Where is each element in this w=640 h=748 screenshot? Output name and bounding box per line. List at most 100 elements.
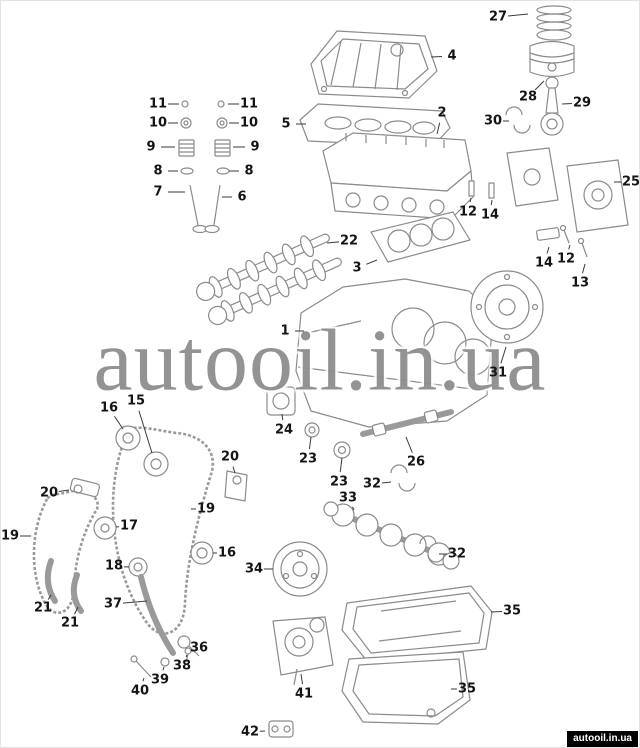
callout-29: 29 — [572, 95, 592, 111]
callout-21: 21 — [60, 615, 80, 631]
timing-chain-part — [32, 426, 215, 635]
callout-35: 35 — [457, 681, 477, 697]
callout-35: 35 — [502, 603, 522, 619]
leader-line-40 — [142, 677, 145, 682]
head-gasket-part — [370, 211, 471, 263]
engine-block-part — [295, 278, 494, 428]
leader-line-4 — [430, 56, 443, 58]
callout-34: 34 — [244, 561, 264, 577]
front-seal-plate-part — [266, 386, 296, 416]
cylinder-head-part — [322, 132, 474, 220]
callout-31: 31 — [488, 365, 508, 381]
callout-1: 1 — [280, 323, 290, 339]
callout-18: 18 — [104, 558, 124, 574]
callout-19: 19 — [196, 501, 216, 517]
camshaft-part — [208, 257, 342, 326]
callout-20: 20 — [220, 449, 240, 465]
callout-14: 14 — [480, 207, 500, 223]
chain-tensioner-part — [69, 470, 248, 657]
leader-line-38 — [185, 654, 188, 658]
callout-8: 8 — [244, 163, 254, 179]
upper-oil-pan-part — [341, 585, 493, 662]
callout-10: 10 — [148, 115, 168, 131]
callout-24: 24 — [274, 422, 294, 438]
leader-line-24 — [281, 413, 284, 421]
callout-9: 9 — [146, 139, 156, 155]
leader-line-33 — [352, 506, 355, 511]
piston-part — [529, 40, 575, 78]
leader-line-28 — [534, 80, 545, 91]
callout-20: 20 — [39, 485, 59, 501]
valve-train-left-part — [178, 100, 208, 234]
camshaft-part — [196, 233, 330, 302]
leader-line-21 — [47, 594, 52, 600]
valve-cover-part — [310, 30, 438, 99]
callout-33: 33 — [338, 490, 358, 506]
rear-flange-part — [470, 270, 544, 344]
callout-30: 30 — [483, 113, 503, 129]
leader-line-31 — [500, 346, 507, 364]
head-studs-part — [468, 180, 495, 199]
leader-line-29 — [561, 103, 573, 105]
callout-22: 22 — [339, 233, 359, 249]
leader-line-23 — [339, 457, 343, 473]
callout-23: 23 — [329, 474, 349, 490]
callout-41: 41 — [294, 686, 314, 702]
leader-line-14 — [490, 199, 493, 206]
callout-42: 42 — [240, 724, 260, 740]
bracket-part — [268, 720, 294, 738]
callout-4: 4 — [447, 48, 457, 64]
callout-36: 36 — [189, 640, 209, 656]
callout-23: 23 — [298, 451, 318, 467]
callout-40: 40 — [130, 683, 150, 699]
callout-3: 3 — [352, 260, 362, 276]
valve-train-right-part — [204, 100, 231, 234]
leader-line-3 — [366, 259, 378, 265]
leader-line-23 — [308, 436, 312, 450]
leader-line-22 — [326, 241, 340, 244]
callout-26: 26 — [406, 454, 426, 470]
callout-11: 11 — [148, 96, 168, 112]
mount-bolts-part — [536, 224, 588, 258]
callout-21: 21 — [33, 600, 53, 616]
chain-guide-part — [44, 558, 176, 656]
callout-12: 12 — [458, 204, 478, 220]
leader-line-2 — [436, 122, 441, 135]
small-fasteners-part — [130, 647, 192, 678]
leader-line-13 — [582, 263, 586, 274]
connecting-rod-part — [505, 76, 564, 136]
leader-line-27 — [507, 13, 529, 17]
leader-line-37 — [122, 600, 148, 604]
seal-ring-part — [304, 422, 351, 459]
callout-5: 5 — [281, 116, 291, 132]
leader-line-26 — [405, 436, 413, 453]
watermark-text: autooil.in.ua — [93, 312, 547, 410]
callout-27: 27 — [488, 9, 508, 25]
leader-line-14 — [546, 246, 550, 254]
leader-line-12 — [568, 244, 571, 250]
lower-oil-pan-part — [341, 651, 471, 725]
callout-11: 11 — [239, 96, 259, 112]
callout-6: 6 — [237, 189, 247, 205]
balance-shaft-part — [360, 409, 454, 437]
callout-17: 17 — [119, 518, 139, 534]
bearing-shells-part — [390, 464, 445, 563]
leader-line-35 — [490, 611, 503, 613]
callout-39: 39 — [150, 672, 170, 688]
callout-13: 13 — [570, 275, 590, 291]
callout-2: 2 — [437, 105, 447, 121]
crankshaft-part — [323, 501, 460, 570]
leader-line-20 — [232, 466, 236, 474]
callout-14: 14 — [534, 255, 554, 271]
callout-28: 28 — [518, 89, 538, 105]
callout-38: 38 — [172, 658, 192, 674]
rear-covers-part — [506, 147, 629, 233]
callout-32: 32 — [362, 476, 382, 492]
callout-25: 25 — [621, 174, 640, 190]
callout-15: 15 — [126, 393, 146, 409]
site-badge: autooil.in.ua — [567, 731, 638, 747]
leader-line-21 — [74, 606, 79, 615]
callout-32: 32 — [447, 546, 467, 562]
